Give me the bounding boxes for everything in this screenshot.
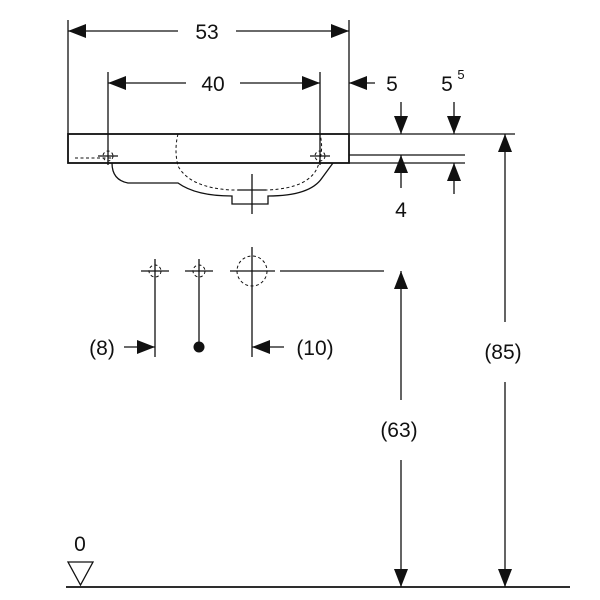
- dimension-5-label: 5: [386, 73, 398, 96]
- dimension-5-5-superscript: 5: [457, 67, 464, 82]
- dimension-10: (10): [252, 337, 334, 360]
- dimension-85-label: (85): [484, 341, 521, 364]
- dimension-40-label: 40: [201, 73, 224, 96]
- floor-reference: 0: [66, 533, 570, 588]
- washbasin-outline: [67, 72, 350, 214]
- dimension-8: (8): [89, 337, 155, 360]
- connection-markers: [141, 247, 384, 357]
- dimension-5: 5: [349, 73, 398, 96]
- floor-level-label: 0: [74, 533, 86, 556]
- dimension-63-label: (63): [380, 419, 417, 442]
- dimension-4: 4: [394, 102, 408, 222]
- dimension-10-label: (10): [296, 337, 333, 360]
- dimension-5-5-label: 5: [441, 73, 453, 96]
- dimension-63: (63): [380, 271, 418, 587]
- dimension-53: 53: [67, 20, 350, 134]
- dimension-53-label: 53: [195, 21, 218, 44]
- dimension-85: (85): [484, 134, 522, 587]
- dimension-8-label: (8): [89, 337, 115, 360]
- dimension-5-5: 5 5: [441, 67, 465, 194]
- dimension-40: 40: [108, 73, 320, 96]
- dimension-4-label: 4: [395, 199, 407, 222]
